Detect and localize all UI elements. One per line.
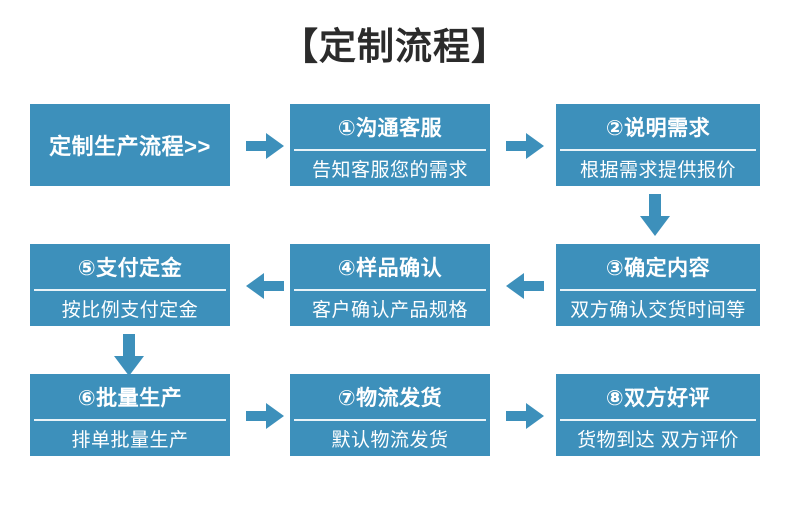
connector-start-to-1-arrow-right-icon (246, 133, 284, 159)
flow-box-step-6-header: ⑥批量生产 (77, 386, 183, 410)
page-title: 【定制流程】 (281, 26, 509, 67)
flow-box-step-6-divider (34, 419, 226, 421)
flow-box-start-header: 定制生产流程>> (49, 134, 211, 159)
connector-3-to-4-arrow-left-icon (506, 273, 544, 299)
flow-box-step-8-header: ⑧双方好评 (605, 386, 711, 410)
flow-box-step-3-header: ③确定内容 (605, 256, 711, 280)
flow-box-step-7-header: ⑦物流发货 (337, 386, 443, 410)
flow-box-step-2-body: 根据需求提供报价 (579, 160, 736, 181)
flow-box-step-4-header: ④样品确认 (337, 256, 443, 280)
flow-box-step-4-body: 客户确认产品规格 (311, 300, 468, 321)
flow-box-step-7-divider (294, 419, 486, 421)
flow-box-step-1-divider (294, 149, 486, 151)
flow-box-step-2-header: ②说明需求 (605, 116, 711, 140)
flow-box-step-6-body: 排单批量生产 (71, 430, 189, 451)
flow-box-step-8[interactable]: ⑧双方好评 货物到达 双方评价 (556, 374, 760, 456)
connector-6-to-7-arrow-right-icon (246, 403, 284, 429)
flow-box-step-3-divider (560, 289, 756, 291)
connector-7-to-8-arrow-right-icon (506, 403, 544, 429)
flow-box-step-8-body: 货物到达 双方评价 (577, 430, 739, 451)
flow-box-step-5-header: ⑤支付定金 (77, 256, 183, 280)
flow-box-step-3[interactable]: ③确定内容 双方确认交货时间等 (556, 244, 760, 326)
flow-box-step-2-divider (560, 149, 756, 151)
flow-box-step-7[interactable]: ⑦物流发货 默认物流发货 (290, 374, 490, 456)
flow-box-start[interactable]: 定制生产流程>> (30, 104, 230, 186)
flow-box-step-1-body: 告知客服您的需求 (311, 160, 468, 181)
connector-5-to-6-arrow-down-icon (114, 334, 144, 376)
flow-box-step-8-divider (560, 419, 756, 421)
connector-4-to-5-arrow-left-icon (246, 273, 284, 299)
connector-2-to-3-arrow-down-icon (640, 194, 670, 236)
flow-box-step-1-header: ①沟通客服 (337, 116, 443, 140)
flow-box-step-3-body: 双方确认交货时间等 (570, 300, 746, 321)
flow-box-step-5[interactable]: ⑤支付定金 按比例支付定金 (30, 244, 230, 326)
flow-box-step-1[interactable]: ①沟通客服 告知客服您的需求 (290, 104, 490, 186)
flow-box-step-2[interactable]: ②说明需求 根据需求提供报价 (556, 104, 760, 186)
flow-box-step-7-body: 默认物流发货 (331, 430, 449, 451)
flow-box-step-4-divider (294, 289, 486, 291)
flow-box-step-5-body: 按比例支付定金 (61, 300, 199, 321)
flow-box-step-5-divider (34, 289, 226, 291)
flow-box-step-6[interactable]: ⑥批量生产 排单批量生产 (30, 374, 230, 456)
connector-1-to-2-arrow-right-icon (506, 133, 544, 159)
flow-box-step-4[interactable]: ④样品确认 客户确认产品规格 (290, 244, 490, 326)
